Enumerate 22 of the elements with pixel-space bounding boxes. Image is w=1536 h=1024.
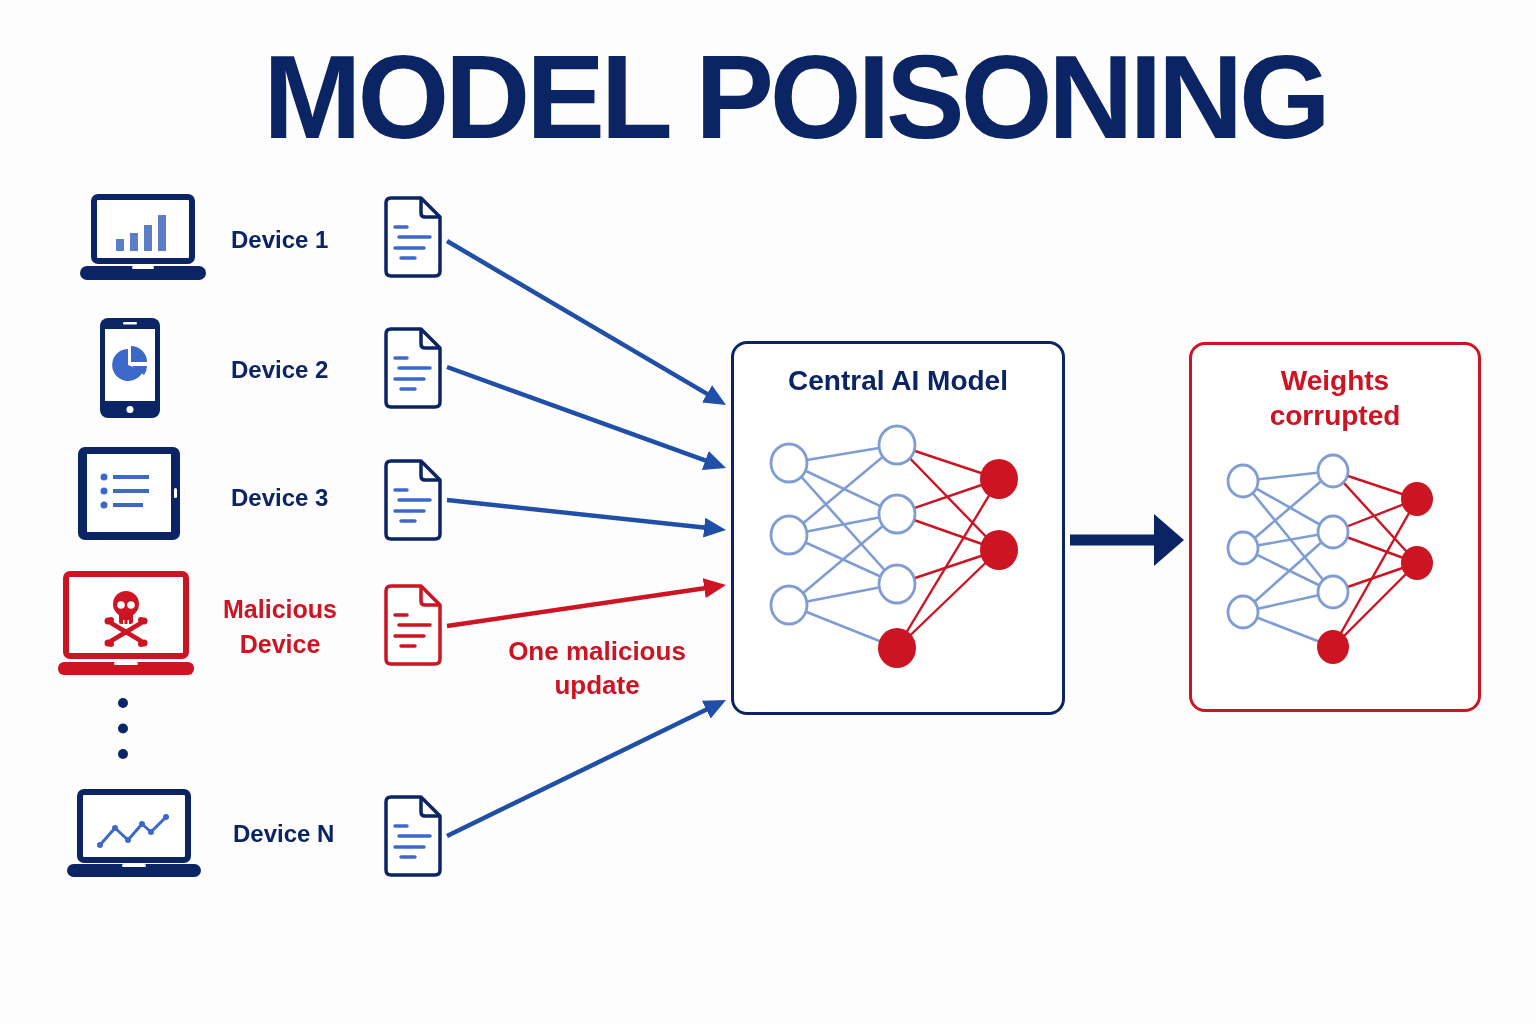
arrow [445, 239, 726, 405]
document-icon [384, 795, 442, 877]
device-label: Malicious Device [216, 592, 344, 662]
title: MODEL POISONING [263, 38, 1327, 156]
document-icon [384, 459, 442, 541]
arrow [446, 364, 726, 470]
model-panel [731, 341, 1065, 715]
arrow [446, 578, 726, 629]
arrow [446, 700, 726, 839]
document-icon [384, 196, 442, 278]
document-icon [384, 584, 442, 666]
device-label: Device 1 [231, 224, 329, 256]
device-label: Device N [233, 818, 335, 850]
arrow [446, 497, 726, 538]
model-panel [1189, 342, 1481, 712]
document-icon [384, 327, 442, 409]
panel-title: Weights corrupted [1268, 364, 1402, 433]
panel-title: Central AI Model [788, 364, 1008, 398]
thick-arrow [1070, 514, 1184, 566]
device-label: Device 3 [231, 482, 329, 514]
edge-label: One malicious update [507, 635, 687, 702]
device-label: Device 2 [231, 354, 329, 386]
